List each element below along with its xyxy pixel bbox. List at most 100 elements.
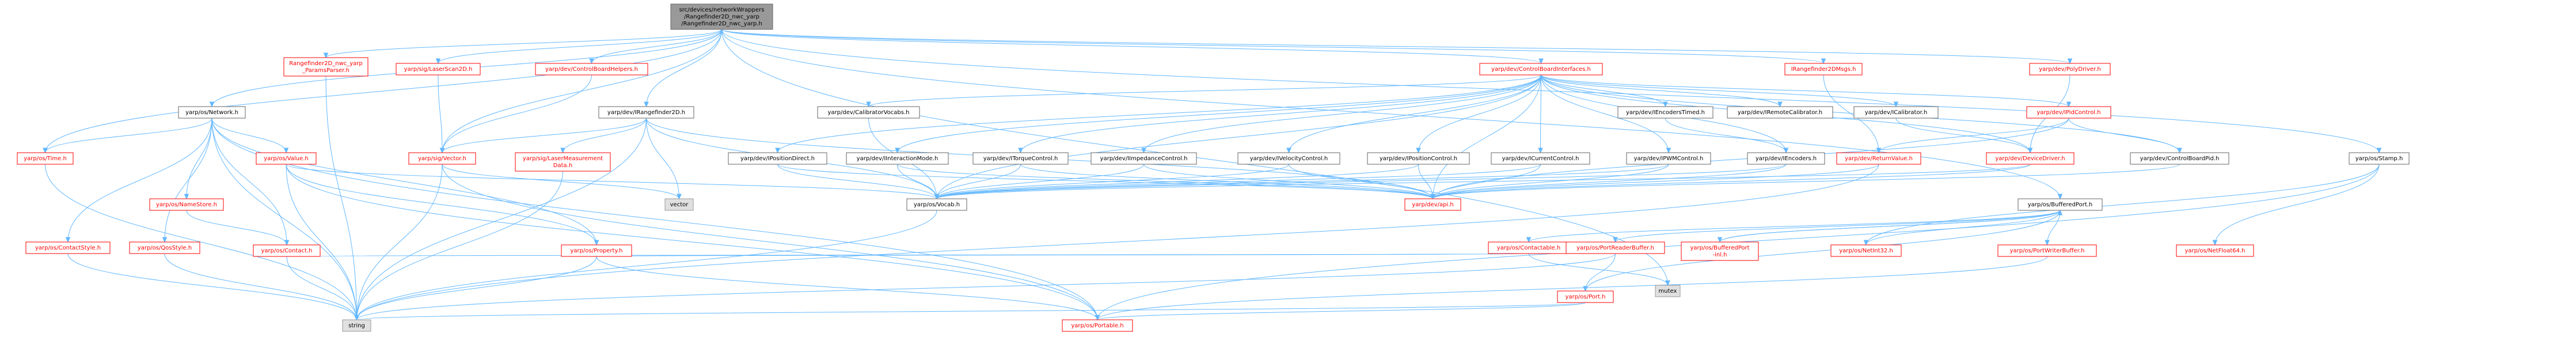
node-box — [728, 152, 827, 165]
node-iencoders[interactable]: yarp/dev/IEncoders.h — [1747, 152, 1825, 165]
node-label: yarp/dev/ControlBoardInterfaces.h — [1491, 66, 1591, 73]
node-polydriver[interactable]: yarp/dev/PolyDriver.h — [2029, 63, 2111, 75]
edge-line — [1541, 74, 2069, 107]
edge-line — [1665, 118, 1787, 153]
edge-ipid-to-cbpid — [2068, 118, 2182, 154]
node-portreaderbuffer[interactable]: yarp/os/PortReaderBuffer.h — [1566, 241, 1665, 254]
node-api[interactable]: yarp/dev/api.h — [1404, 198, 1461, 211]
edge-line — [1418, 74, 1541, 153]
node-contactable[interactable]: yarp/os/Contactable.h — [1488, 241, 1570, 254]
node-box — [17, 152, 74, 165]
node-laserscan[interactable]: yarp/sig/LaserScan2D.h — [396, 63, 481, 75]
node-box — [396, 63, 481, 75]
edge-arrowhead — [1666, 148, 1671, 154]
node-vocab[interactable]: yarp/os/Vocab.h — [906, 198, 967, 211]
edge-iimpedance-to-api — [1143, 164, 1435, 200]
node-label: yarp/dev/api.h — [1412, 202, 1453, 208]
node-time[interactable]: yarp/os/Time.h — [17, 152, 74, 165]
node-ivelocity[interactable]: yarp/dev/IVelocityControl.h — [1237, 152, 1340, 165]
node-root[interactable]: src/devices/networkWrappers/Rangefinder2… — [670, 3, 773, 30]
node-box — [1479, 63, 1603, 75]
node-box — [1655, 285, 1681, 297]
node-devicedriver[interactable]: yarp/dev/DeviceDriver.h — [1986, 152, 2075, 165]
edge-root-to-laserscan — [435, 29, 722, 65]
node-iimpedance[interactable]: yarp/dev/IImpedanceControl.h — [1091, 152, 1197, 165]
edge-portreaderbuffer-to-port — [1583, 253, 1616, 292]
node-portable[interactable]: yarp/os/Portable.h — [1062, 319, 1133, 332]
node-icalibrator[interactable]: yarp/dev/ICalibrator.h — [1853, 106, 1939, 119]
node-iremotecal[interactable]: yarp/dev/IRemoteCalibrator.h — [1727, 106, 1833, 119]
edge-cbi-to-ipwm — [1541, 74, 1671, 154]
node-port[interactable]: yarp/os/Port.h — [1557, 290, 1614, 303]
node-contactstyle[interactable]: yarp/os/ContactStyle.h — [25, 241, 111, 254]
node-ipositionctrl[interactable]: yarp/dev/IPositionControl.h — [1367, 152, 1470, 165]
edge-cbi-to-iinteraction — [895, 74, 1541, 154]
node-iencodertimed[interactable]: yarp/dev/IEncodersTimed.h — [1617, 106, 1713, 119]
node-box — [1237, 152, 1340, 165]
edge-stamp-to-netfloat64 — [2212, 164, 2380, 246]
edge-line — [356, 118, 647, 320]
edge-root-to-cbi — [721, 29, 1544, 65]
node-icurrent[interactable]: yarp/dev/ICurrentControl.h — [1491, 152, 1590, 165]
node-label: _ParamsParser.h — [302, 67, 349, 74]
edge-line — [1433, 164, 1787, 199]
node-network[interactable]: yarp/os/Network.h — [178, 106, 246, 119]
node-irf2d[interactable]: yarp/dev/IRangefinder2D.h — [598, 106, 694, 119]
node-iposdirect[interactable]: yarp/dev/IPositionDirect.h — [728, 152, 827, 165]
node-bufferedportint[interactable]: yarp/os/BufferedPort-inl.h — [1681, 241, 1759, 261]
node-qosstyle[interactable]: yarp/os/QosStyle.h — [129, 241, 200, 254]
node-cbi[interactable]: yarp/dev/ControlBoardInterfaces.h — [1479, 63, 1603, 75]
edge-arrowhead — [1538, 148, 1543, 154]
edge-line — [211, 118, 357, 320]
node-itorque[interactable]: yarp/dev/ITorqueControl.h — [972, 152, 1069, 165]
edge-line — [1097, 256, 2047, 320]
edge-arrowhead — [895, 148, 900, 154]
edge-cbi-to-ivelocity — [1286, 74, 1541, 154]
node-netfloat64[interactable]: yarp/os/NetFloat64.h — [2176, 244, 2254, 257]
node-ipwm[interactable]: yarp/dev/IPWMControl.h — [1626, 152, 1711, 165]
node-contact[interactable]: yarp/os/Contact.h — [253, 244, 321, 257]
edge-arrowhead — [2212, 240, 2218, 246]
edge-contactable-to-mutex — [1528, 253, 1670, 286]
edge-bufferedportint-to-bufferedport — [1719, 209, 2063, 243]
node-box — [1626, 152, 1711, 165]
edge-network-to-time — [43, 118, 212, 154]
edge-line — [442, 74, 592, 153]
edge-line — [211, 118, 287, 245]
node-box — [1747, 152, 1825, 165]
node-vector[interactable]: yarp/sig/Vector.h — [408, 152, 476, 165]
node-value[interactable]: yarp/os/Value.h — [256, 152, 317, 165]
node-property[interactable]: yarp/os/Property.h — [561, 244, 632, 257]
node-label: yarp/os/QosStyle.h — [138, 245, 192, 251]
node-box — [2018, 198, 2103, 211]
node-box — [253, 244, 321, 257]
node-cbhelpers[interactable]: yarp/dev/ControlBoardHelpers.h — [535, 63, 648, 75]
node-iinteraction[interactable]: yarp/dev/IInteractionMode.h — [846, 152, 949, 165]
edge-line — [1097, 302, 1586, 320]
node-portwriterbuffer[interactable]: yarp/os/PortWriterBuffer.h — [1997, 244, 2097, 257]
node-cbpid[interactable]: yarp/dev/ControlBoardPid.h — [2130, 152, 2229, 165]
node-label: yarp/os/Stamp.h — [2355, 156, 2403, 162]
node-label: yarp/os/BufferedPort.h — [2028, 202, 2093, 208]
node-returnvalue[interactable]: yarp/dev/ReturnValue.h — [1836, 152, 1921, 165]
edge-cbi-to-ipositionctrl — [1416, 74, 1541, 154]
node-stamp[interactable]: yarp/os/Stamp.h — [2349, 152, 2410, 165]
edge-line — [1433, 164, 2180, 199]
node-label: yarp/os/Contact.h — [261, 248, 313, 254]
node-calvocabs[interactable]: yarp/dev/CalibratorVocabs.h — [817, 106, 920, 119]
edge-value-to-string — [286, 164, 359, 321]
node-bufferedport[interactable]: yarp/os/BufferedPort.h — [2018, 198, 2103, 211]
node-irf2dmsgs[interactable]: IRangefinder2DMsgs.h — [1784, 63, 1863, 75]
edge-line — [45, 164, 357, 320]
node-label: yarp/os/Portable.h — [1071, 323, 1123, 329]
node-namestore[interactable]: yarp/os/NameStore.h — [149, 198, 224, 211]
node-ipid[interactable]: yarp/dev/IPidControl.h — [2026, 106, 2111, 119]
node-label: yarp/dev/IPositionControl.h — [1380, 156, 1457, 162]
node-label: yarp/dev/ControlBoardHelpers.h — [545, 66, 638, 73]
node-netint32[interactable]: yarp/os/NetInt32.h — [1830, 244, 1902, 257]
edge-line — [777, 164, 1433, 199]
node-label: yarp/dev/IEncodersTimed.h — [1626, 109, 1705, 116]
node-label: yarp/os/PortReaderBuffer.h — [1576, 245, 1654, 251]
node-params[interactable]: Rangefinder2D_nwc_yarp_ParamsParser.h — [283, 57, 368, 77]
